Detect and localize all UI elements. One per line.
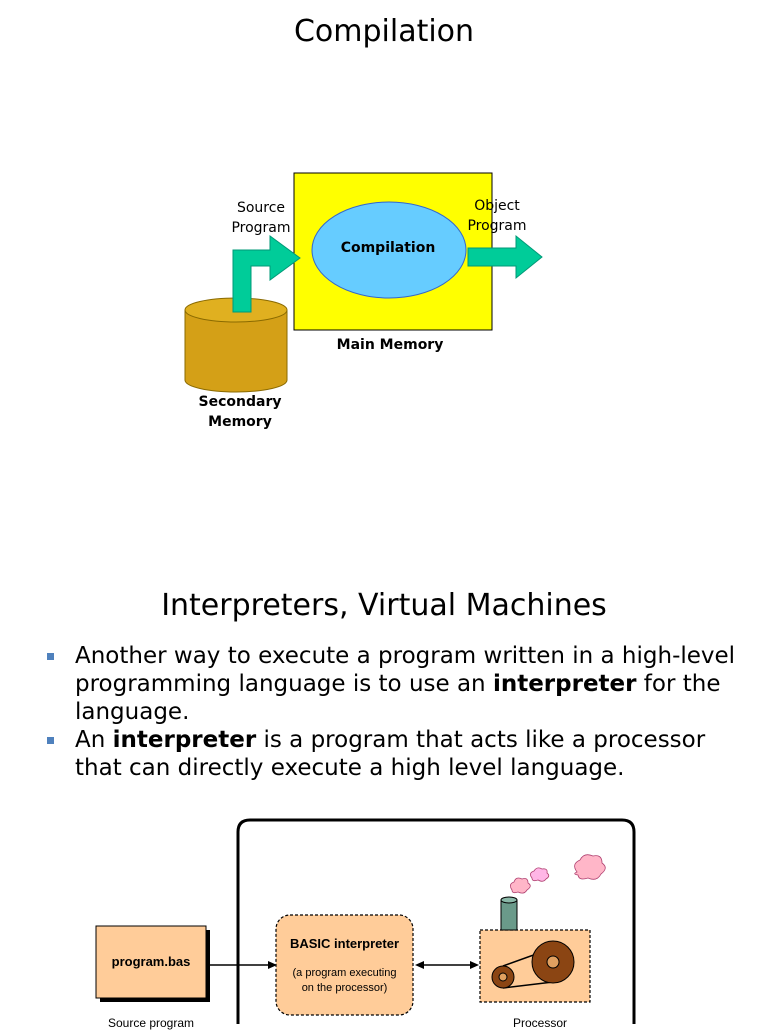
bullet-item: An interpreter is a program that acts li… [44,726,744,782]
interpreter-description: (a program executing on the processor) [278,966,411,996]
bullet-square-icon [47,737,54,744]
slide-title-interpreters: Interpreters, Virtual Machines [161,588,607,623]
processor-chimney [500,899,518,931]
object-output-arrow [467,234,543,280]
main-memory-label: Main Memory [336,337,444,353]
gear-machine-icon [491,940,575,989]
bullet-text: is a program that acts like a processor … [75,727,706,781]
bullet-square-icon [47,653,54,660]
secondary-label-line1: Secondary [198,394,282,410]
bullet-text: for the language. [75,671,721,725]
program-file-label: program.bas [111,954,191,969]
bullet-text: Another way to execute a program written… [75,643,736,697]
compilation-ellipse [311,201,467,299]
smoke-puffs-icon [510,854,606,894]
compilation-label: Compilation [340,240,436,256]
bullet-bold-term: interpreter [112,727,257,753]
secondary-memory-label: Secondary Memory [190,392,290,432]
source-input-arrow [232,235,301,313]
interpreter-box [275,914,414,1016]
bullet-list: Another way to execute a program written… [44,642,744,782]
interpreter-title: BASIC interpreter [289,936,400,951]
slide-title-compilation: Compilation [293,14,475,49]
object-program-label: Object Program [462,196,532,236]
interpreter-desc-line1: (a program executing [292,967,397,979]
secondary-label-line2: Memory [208,414,272,430]
source-program-label: Source Program [226,198,296,238]
source-label-line1: Source [236,200,286,216]
bullet-text: An [75,727,113,753]
processor-caption: Processor [512,1016,568,1030]
interpreter-desc-line2: on the processor) [301,982,388,994]
compilation-diagram [184,172,543,393]
bullet-bold-term: interpreter [492,671,637,697]
object-label-line1: Object [474,198,520,214]
bullet-item: Another way to execute a program written… [44,642,744,726]
source-program-caption: Source program [107,1016,195,1030]
source-label-line2: Program [231,220,291,236]
processor-box [479,929,591,1003]
object-label-line2: Program [467,218,527,234]
